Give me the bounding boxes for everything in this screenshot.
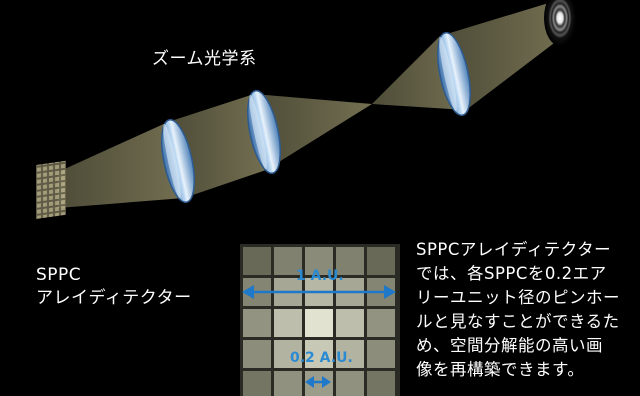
airy-disk-pattern <box>544 0 576 46</box>
sppc-label-line1: SPPC <box>36 265 82 285</box>
detector-grid-panel <box>240 244 400 396</box>
zoom-lens-2 <box>247 90 281 174</box>
sppc-label-line2: アレイディテクター <box>36 288 192 308</box>
detector-cell <box>305 340 333 368</box>
description-line: 像を再構築できます。 <box>416 360 585 379</box>
description-line: ルと見なすことができるた <box>416 312 620 331</box>
detector-cell <box>367 247 395 275</box>
detector-cell <box>274 309 302 337</box>
sppc-array-detector <box>36 160 66 219</box>
detector-cell <box>274 371 302 396</box>
detector-cell <box>367 309 395 337</box>
description-line: め、空間分解能の高い画 <box>416 336 603 355</box>
point-two-au-label: 0.2 A.U. <box>290 350 353 366</box>
zoom-optics-label: ズーム光学系 <box>152 49 257 69</box>
light-beam-segment <box>58 122 184 208</box>
description-line: SPPCアレイディテクター <box>416 240 612 259</box>
detector-cell <box>336 309 364 337</box>
detector-cell <box>367 371 395 396</box>
point-two-au-arrow <box>305 376 331 388</box>
zoom-lens-1 <box>161 119 195 203</box>
detector-cell <box>243 340 271 368</box>
detector-cell <box>367 340 395 368</box>
description-line: リーユニット径のピンホー <box>416 288 620 307</box>
detector-cell <box>274 340 302 368</box>
description-text: SPPCアレイディテクター では、各SPPCを0.2エア リーユニット径のピンホ… <box>416 238 638 382</box>
detector-cell <box>336 340 364 368</box>
one-au-arrow <box>242 285 396 299</box>
description-line: では、各SPPCを0.2エア <box>416 264 607 283</box>
one-au-label: 1 A.U. <box>296 268 344 284</box>
light-beam-segment <box>254 94 372 170</box>
detector-cell <box>305 247 333 275</box>
detector-cell <box>243 309 271 337</box>
zoom-lens-3 <box>437 32 471 116</box>
detector-cell <box>243 247 271 275</box>
light-beam-segment <box>440 2 566 110</box>
detector-cell <box>336 247 364 275</box>
detector-cell <box>274 247 302 275</box>
detector-cell <box>305 309 333 337</box>
detector-cell <box>243 371 271 396</box>
sppc-detector-label: SPPC アレイディテクター <box>36 264 192 310</box>
detector-cell <box>336 371 364 396</box>
